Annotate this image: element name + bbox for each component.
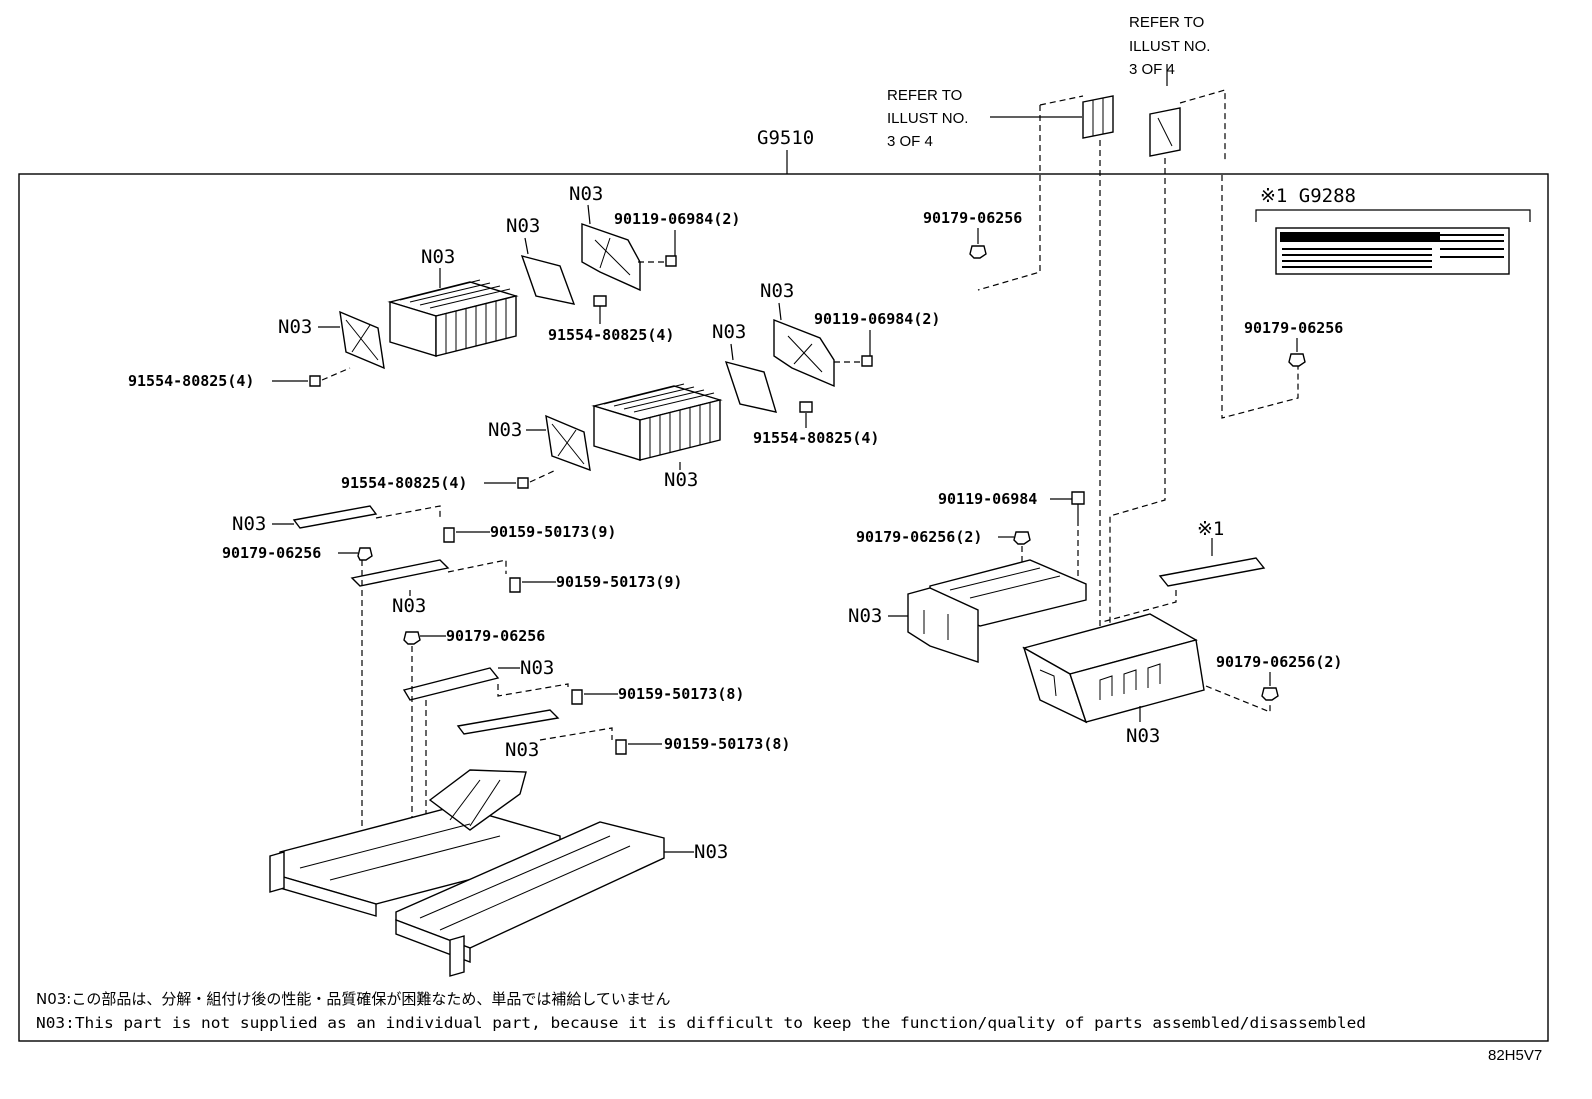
nut-icon [357,547,373,561]
end-plate-left-top [339,310,385,370]
n03-label: N03 [1126,725,1160,747]
nut-icon [1013,531,1031,545]
part-91554-80825-4-a: 91554-80825(4) [548,326,674,344]
bracket-4 [456,709,560,735]
bolt-icon [517,477,529,489]
n03-label: N03 [232,513,266,535]
part-90159-50173-8-b: 90159-50173(8) [664,735,790,753]
group-frame [18,173,1549,1042]
bolt-icon [593,295,607,307]
group-code-label: G9510 [757,127,814,149]
end-plate-left-mid [545,414,591,472]
part-91554-80825-4-d: 91554-80825(4) [341,474,467,492]
note-english: N03:This part is not supplied as an indi… [36,1014,1366,1032]
nut-icon [1288,353,1306,367]
part-90179-06256-b: 90179-06256 [222,544,321,562]
refer-bracket-right [1149,107,1181,157]
part-91554-80825-4-c: 91554-80825(4) [753,429,879,447]
part-90179-06256-upper: 90179-06256 [923,209,1022,227]
refer-upper-line3: 3 OF 4 [1129,61,1175,78]
battery-cover [1022,613,1205,724]
n03-label: N03 [569,183,603,205]
note-japanese: N03:この部品は、分解・組付け後の性能・品質確保が困難なため、単品では補給して… [36,990,670,1008]
bracket-3 [402,667,500,701]
battery-stack-mid [591,383,723,461]
part-90159-50173-9-a: 90159-50173(9) [490,523,616,541]
part-90179-06256-2-a: 90179-06256(2) [856,528,982,546]
label-sticker [1158,557,1266,587]
part-90119-06984-2-b: 90119-06984(2) [814,310,940,328]
part-90159-50173-8-a: 90159-50173(8) [618,685,744,703]
refer-lower-line2: ILLUST NO. [887,110,968,127]
refer-bracket-left [1082,95,1114,139]
spacer-plate [724,360,778,413]
part-90119-06984-2-a: 90119-06984(2) [614,210,740,228]
end-plate-mid [773,318,835,388]
n03-label: N03 [488,419,522,441]
diagram-code: 82H5V7 [1488,1047,1542,1064]
n03-label: N03 [848,605,882,627]
n03-label: N03 [712,321,746,343]
battery-frame-assembly [269,769,665,977]
refer-upper-line2: ILLUST NO. [1129,38,1210,55]
n03-label: N03 [520,657,554,679]
refer-lower-line3: 3 OF 4 [887,133,933,150]
part-90179-06256-2-b: 90179-06256(2) [1216,653,1342,671]
n03-label: N03 [506,215,540,237]
bolt-icon [571,689,583,705]
nut-icon [403,631,421,645]
n03-label: N03 [392,595,426,617]
n03-label: N03 [505,739,539,761]
n03-label: N03 [694,841,728,863]
part-90179-06256-c: 90179-06256 [446,627,545,645]
label-group-code: ※1 G9288 [1260,185,1356,207]
lower-bracket-assembly [907,559,1087,663]
part-90179-06256-right: 90179-06256 [1244,319,1343,337]
bolt-icon [509,577,521,593]
part-91554-80825-4-b: 91554-80825(4) [128,372,254,390]
caution-label-graphic [1275,227,1510,275]
bolt-icon [615,739,627,755]
n03-label: N03 [421,246,455,268]
nut-icon [1261,687,1279,701]
bolt-icon [443,527,455,543]
bracket-2 [350,559,450,587]
bolt-icon [665,255,677,267]
bolt-icon [861,355,873,367]
part-90159-50173-9-b: 90159-50173(9) [556,573,682,591]
refer-lower-line1: REFER TO [887,87,962,104]
spacer-plate [520,254,576,305]
end-plate-top [581,223,641,292]
battery-stack-top [387,279,519,357]
part-90119-06984-c: 90119-06984 [938,490,1037,508]
n03-label: N03 [760,280,794,302]
bracket-1 [292,505,378,529]
bolt-icon [799,401,813,413]
n03-label: N03 [278,316,312,338]
bolt-icon [309,375,321,387]
refer-upper-line1: REFER TO [1129,14,1204,31]
nut-icon [969,245,987,259]
note-marker-label: ※1 [1197,518,1224,540]
bolt-icon [1071,491,1085,505]
n03-label: N03 [664,469,698,491]
